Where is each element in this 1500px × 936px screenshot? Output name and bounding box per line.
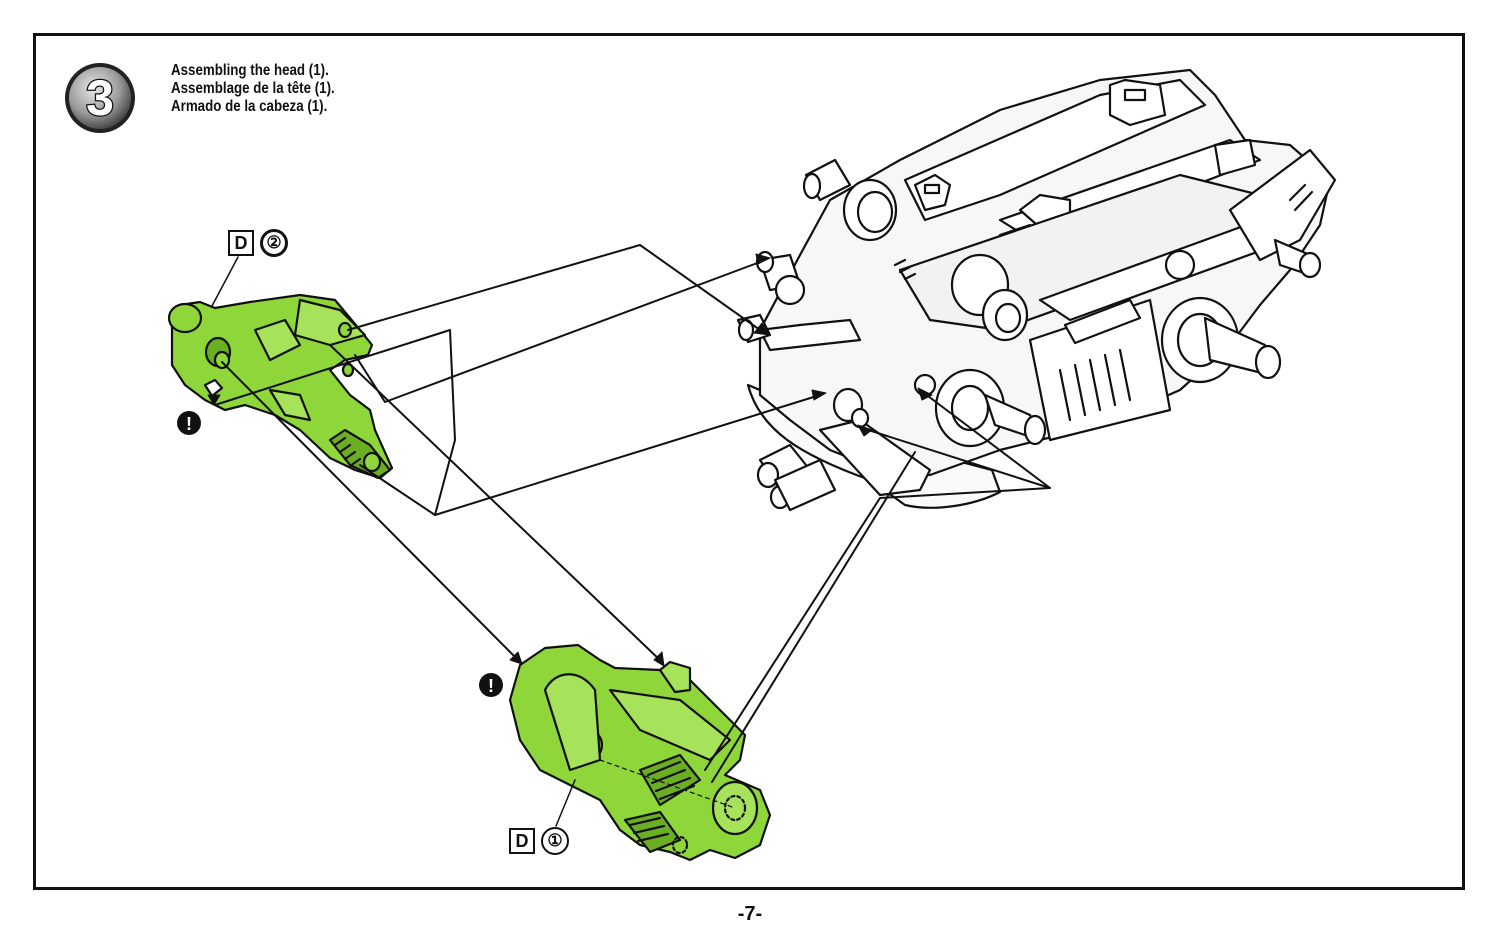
part-d1-illustration [508,643,772,862]
instruction-english: Assembling the head (1). [171,62,329,79]
caution-mark-1: ! [177,411,201,435]
part-number: ② [260,229,288,257]
d2-leader-line [211,256,239,307]
step-number: 3 [86,70,114,126]
svg-text:!: ! [488,676,494,696]
part-label-d2: D ② [228,229,288,257]
part-d2-illustration [167,293,394,480]
page-number: -7- [737,903,763,925]
part-label-d1: D ① [509,827,569,855]
head-body-illustration [736,68,1337,512]
instruction-titles: Assembling the head (1). Assemblage de l… [171,62,335,116]
step-number-badge: 3 [65,63,135,133]
instruction-french: Assemblage de la tête (1). [171,80,335,97]
part-letter: D [228,230,254,256]
arrowheads [207,253,933,667]
instruction-spanish: Armado de la cabeza (1). [171,98,328,115]
assembly-guide-lines [214,244,1051,783]
part-number: ① [541,827,569,855]
svg-text:!: ! [186,414,192,434]
d1-leader-line [555,779,576,827]
caution-mark-2: ! [479,673,503,697]
part-letter: D [509,828,535,854]
